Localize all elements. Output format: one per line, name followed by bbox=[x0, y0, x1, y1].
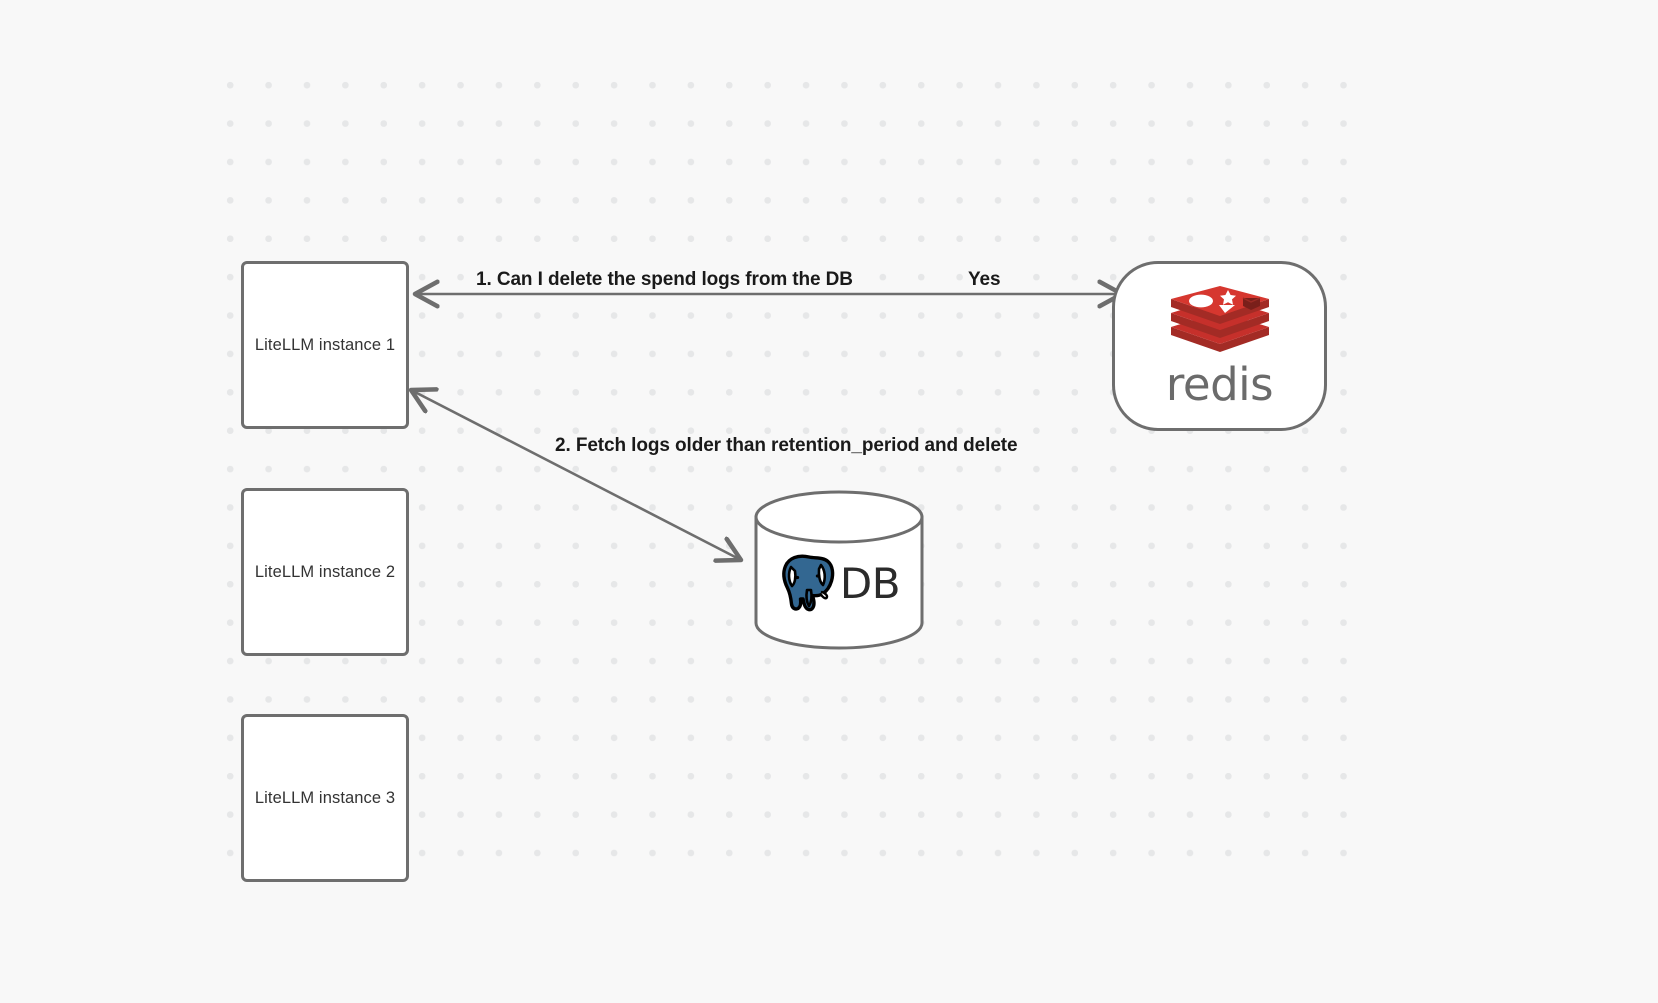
redis-wordmark: redis bbox=[1165, 357, 1274, 411]
node-litellm-instance-3[interactable]: LiteLLM instance 3 bbox=[241, 714, 409, 882]
edge-label-step-2: 2. Fetch logs older than retention_perio… bbox=[551, 434, 1022, 458]
edge-label-step-1: 1. Can I delete the spend logs from the … bbox=[472, 268, 857, 292]
node-litellm-instance-2-label: LiteLLM instance 2 bbox=[254, 562, 396, 581]
node-litellm-instance-1-label: LiteLLM instance 1 bbox=[254, 335, 396, 354]
postgresql-elephant-icon bbox=[778, 552, 842, 614]
node-redis[interactable]: redis bbox=[1112, 261, 1327, 431]
edge-label-yes: Yes bbox=[964, 268, 1005, 292]
database-cylinder-shape bbox=[754, 490, 924, 650]
redis-logo-icon bbox=[1165, 285, 1275, 362]
node-database[interactable]: DB bbox=[753, 489, 925, 651]
edge-litellm1-db bbox=[411, 390, 741, 560]
node-litellm-instance-3-label: LiteLLM instance 3 bbox=[254, 788, 396, 807]
database-label: DB bbox=[839, 558, 901, 608]
node-litellm-instance-1[interactable]: LiteLLM instance 1 bbox=[241, 261, 409, 429]
node-litellm-instance-2[interactable]: LiteLLM instance 2 bbox=[241, 488, 409, 656]
